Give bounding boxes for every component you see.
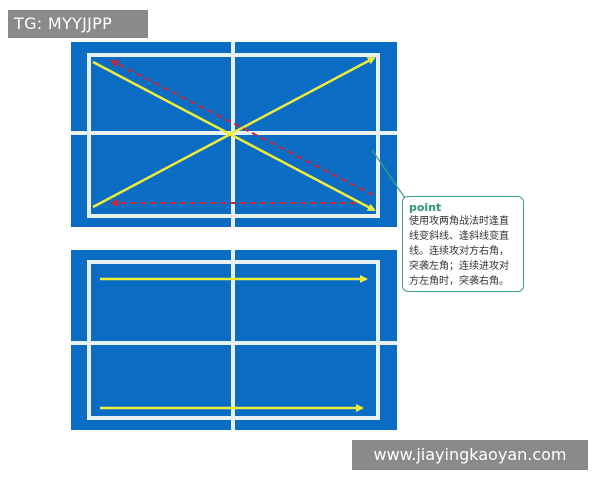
lower-court — [71, 250, 397, 430]
callout-text: 使用攻两角战法时逢直线变斜线、逢斜线变直线。连续攻对方右角，突袭左角；连续进攻对… — [409, 216, 509, 287]
dashed-arrow-return-top-left — [110, 60, 374, 196]
diagonal-arrow-to-bottom-right — [92, 60, 376, 212]
callout-leader-line — [371, 149, 406, 199]
watermark-label: TG: MYYJJPP — [8, 10, 148, 38]
diagonal-arrow-to-top-right — [92, 56, 376, 209]
callout-title: point — [409, 201, 442, 214]
upper-court — [71, 42, 406, 227]
callout-box: point 使用攻两角战法时逢直线变斜线、逢斜线变直线。连续攻对方右角，突袭左角… — [402, 196, 524, 292]
footer-url-label: www.jiayingkaoyan.com — [352, 440, 588, 470]
